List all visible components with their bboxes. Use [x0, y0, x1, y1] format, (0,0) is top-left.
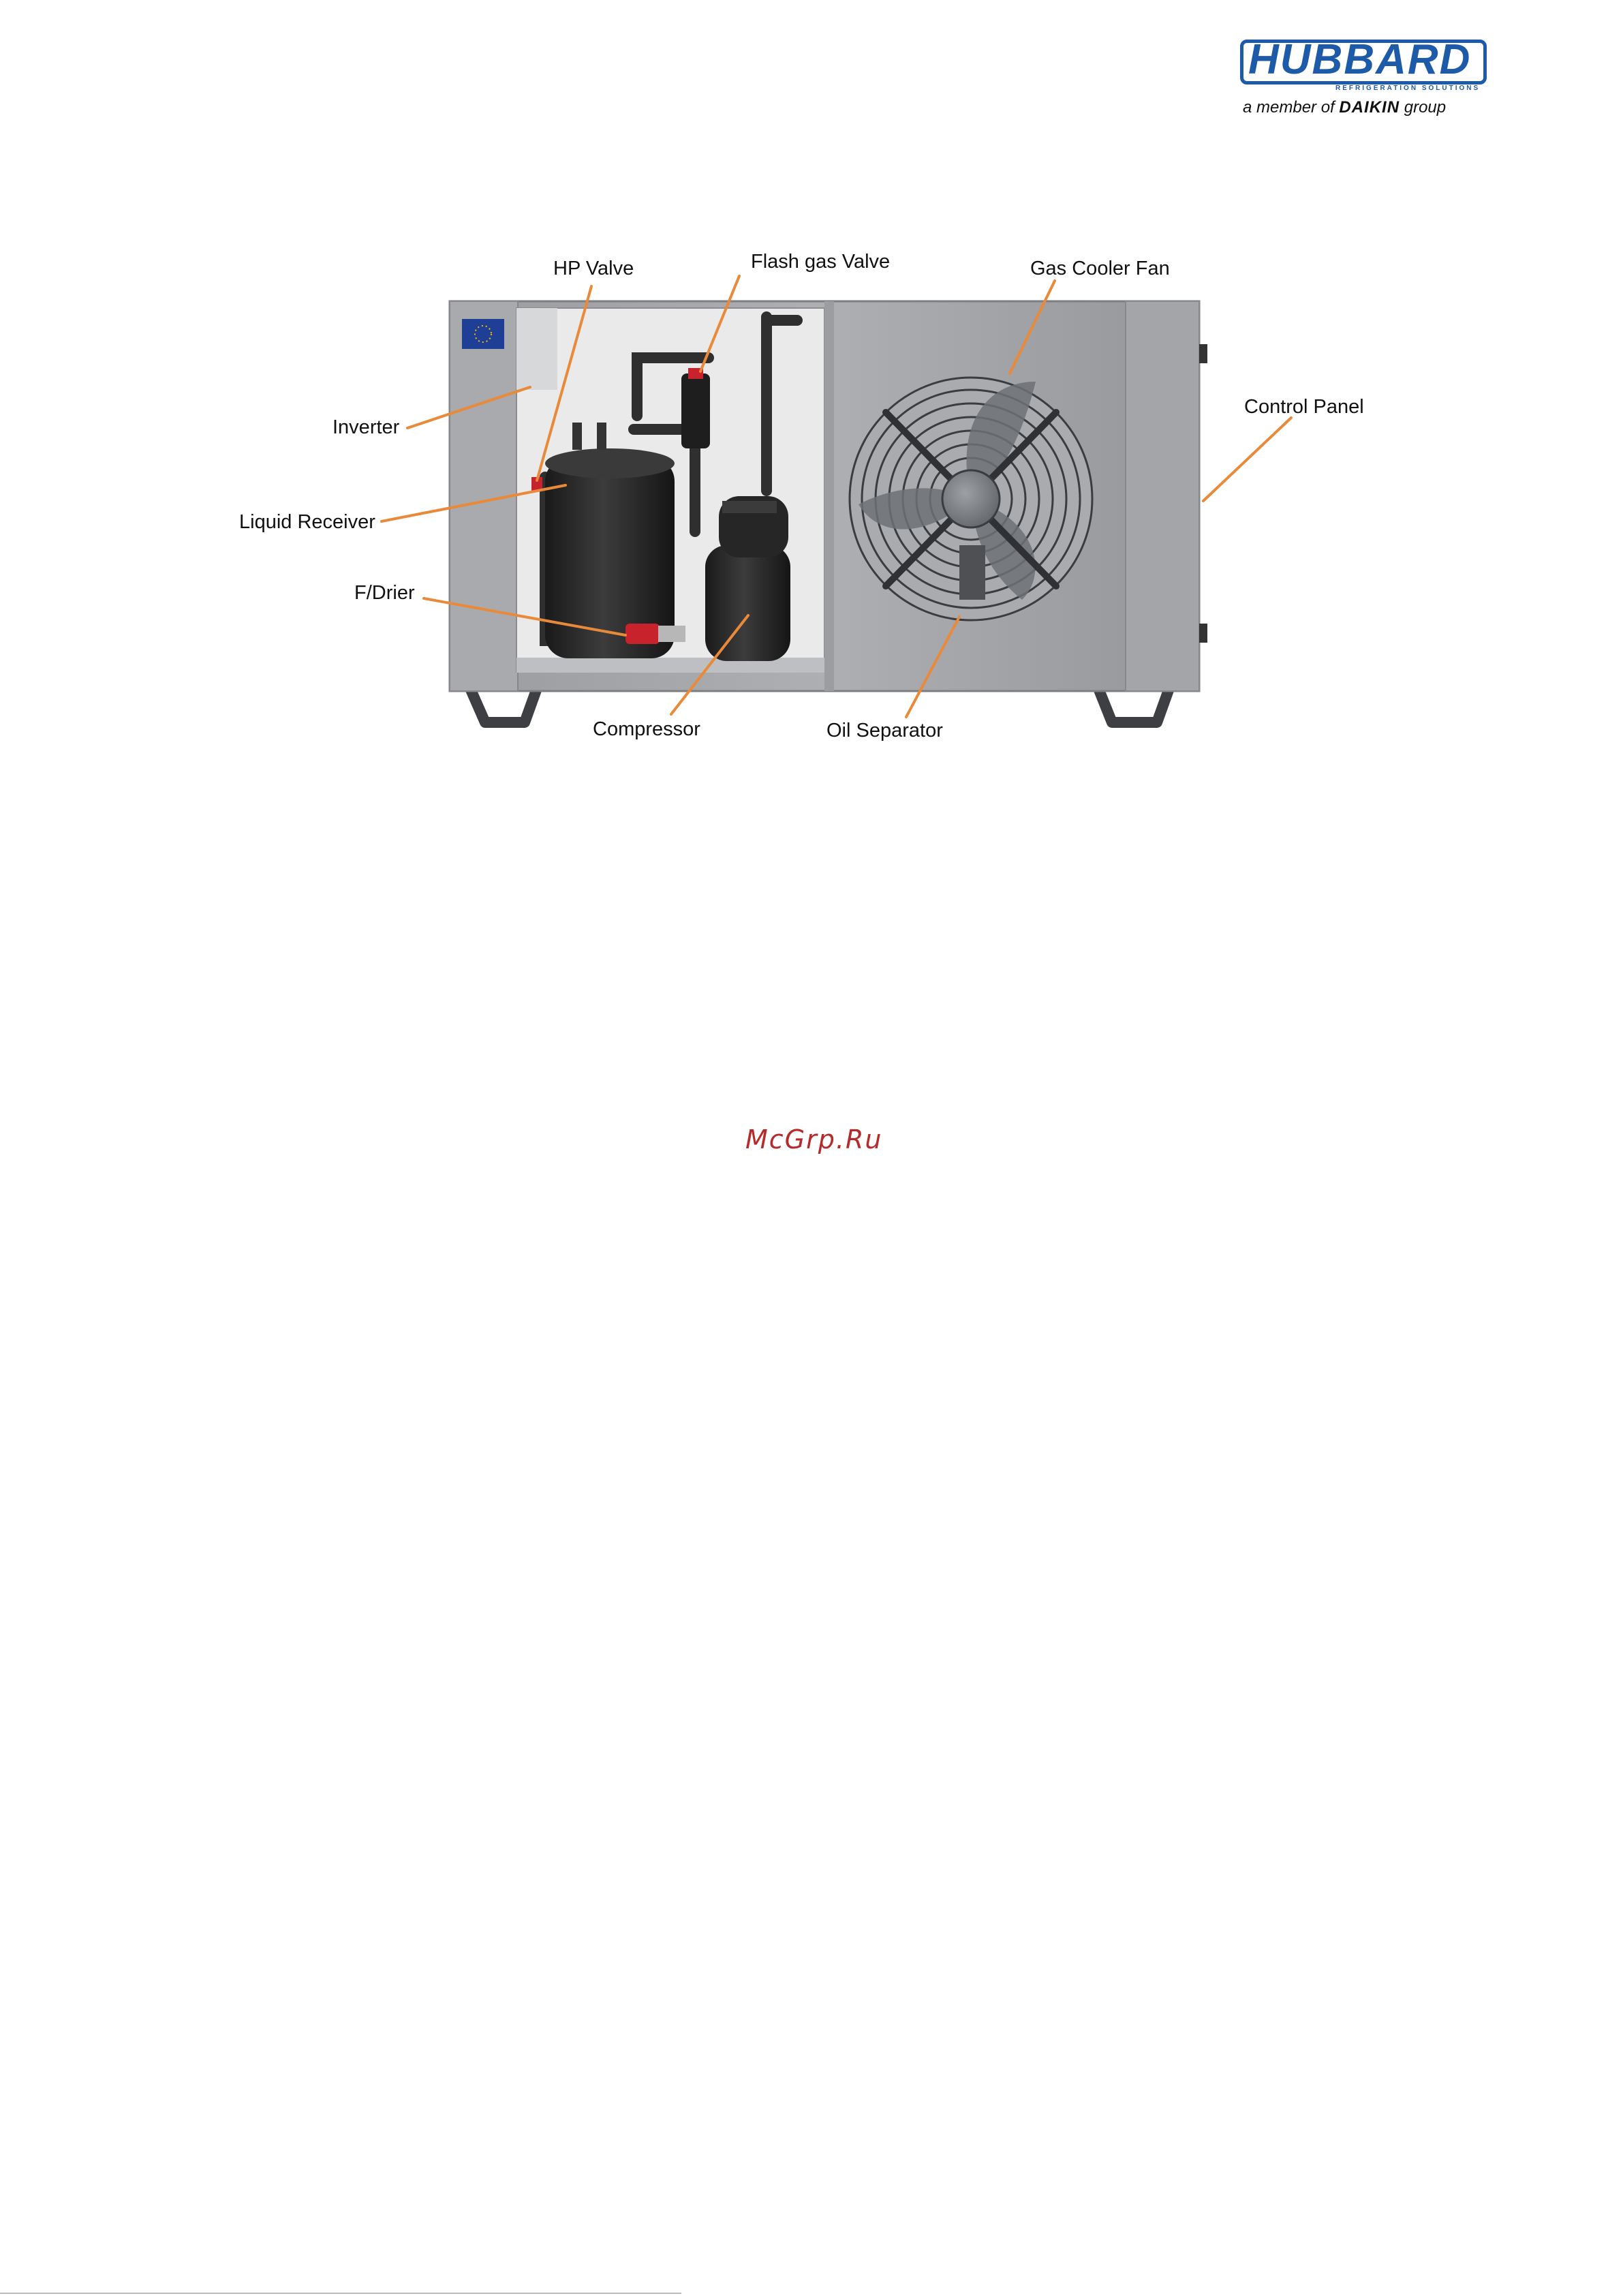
compressor-cap [722, 501, 777, 513]
label-flash-gas-valve: Flash gas Valve [751, 250, 890, 273]
watermark-text: McGrp.Ru [745, 1124, 882, 1154]
right-leg [1098, 688, 1169, 722]
gas-cooler-fan [850, 378, 1092, 620]
label-gas-cooler-fan: Gas Cooler Fan [1030, 257, 1170, 280]
eu-label [462, 319, 504, 349]
support-legs [470, 688, 1169, 722]
condensing-unit-illustration [0, 0, 1623, 784]
inverter-box [516, 308, 557, 390]
label-control-panel: Control Panel [1244, 395, 1364, 418]
panel-divider [824, 301, 834, 691]
label-f-drier: F/Drier [354, 581, 415, 604]
label-hp-valve: HP Valve [553, 257, 634, 280]
footer-rule [0, 2293, 681, 2294]
label-oil-separator: Oil Separator [826, 719, 943, 742]
bay-floor [516, 658, 824, 673]
label-liquid-receiver: Liquid Receiver [239, 510, 375, 534]
leader-control-panel [1203, 418, 1291, 501]
label-inverter: Inverter [333, 416, 399, 439]
control-panel-post [1126, 301, 1199, 691]
left-leg [470, 688, 537, 722]
gland-bottom [1199, 624, 1207, 643]
gland-top [1199, 344, 1207, 363]
fan-motor [959, 545, 985, 600]
label-compressor: Compressor [593, 718, 700, 741]
filter-drier [625, 624, 685, 644]
flash-gas-valve [681, 368, 710, 448]
